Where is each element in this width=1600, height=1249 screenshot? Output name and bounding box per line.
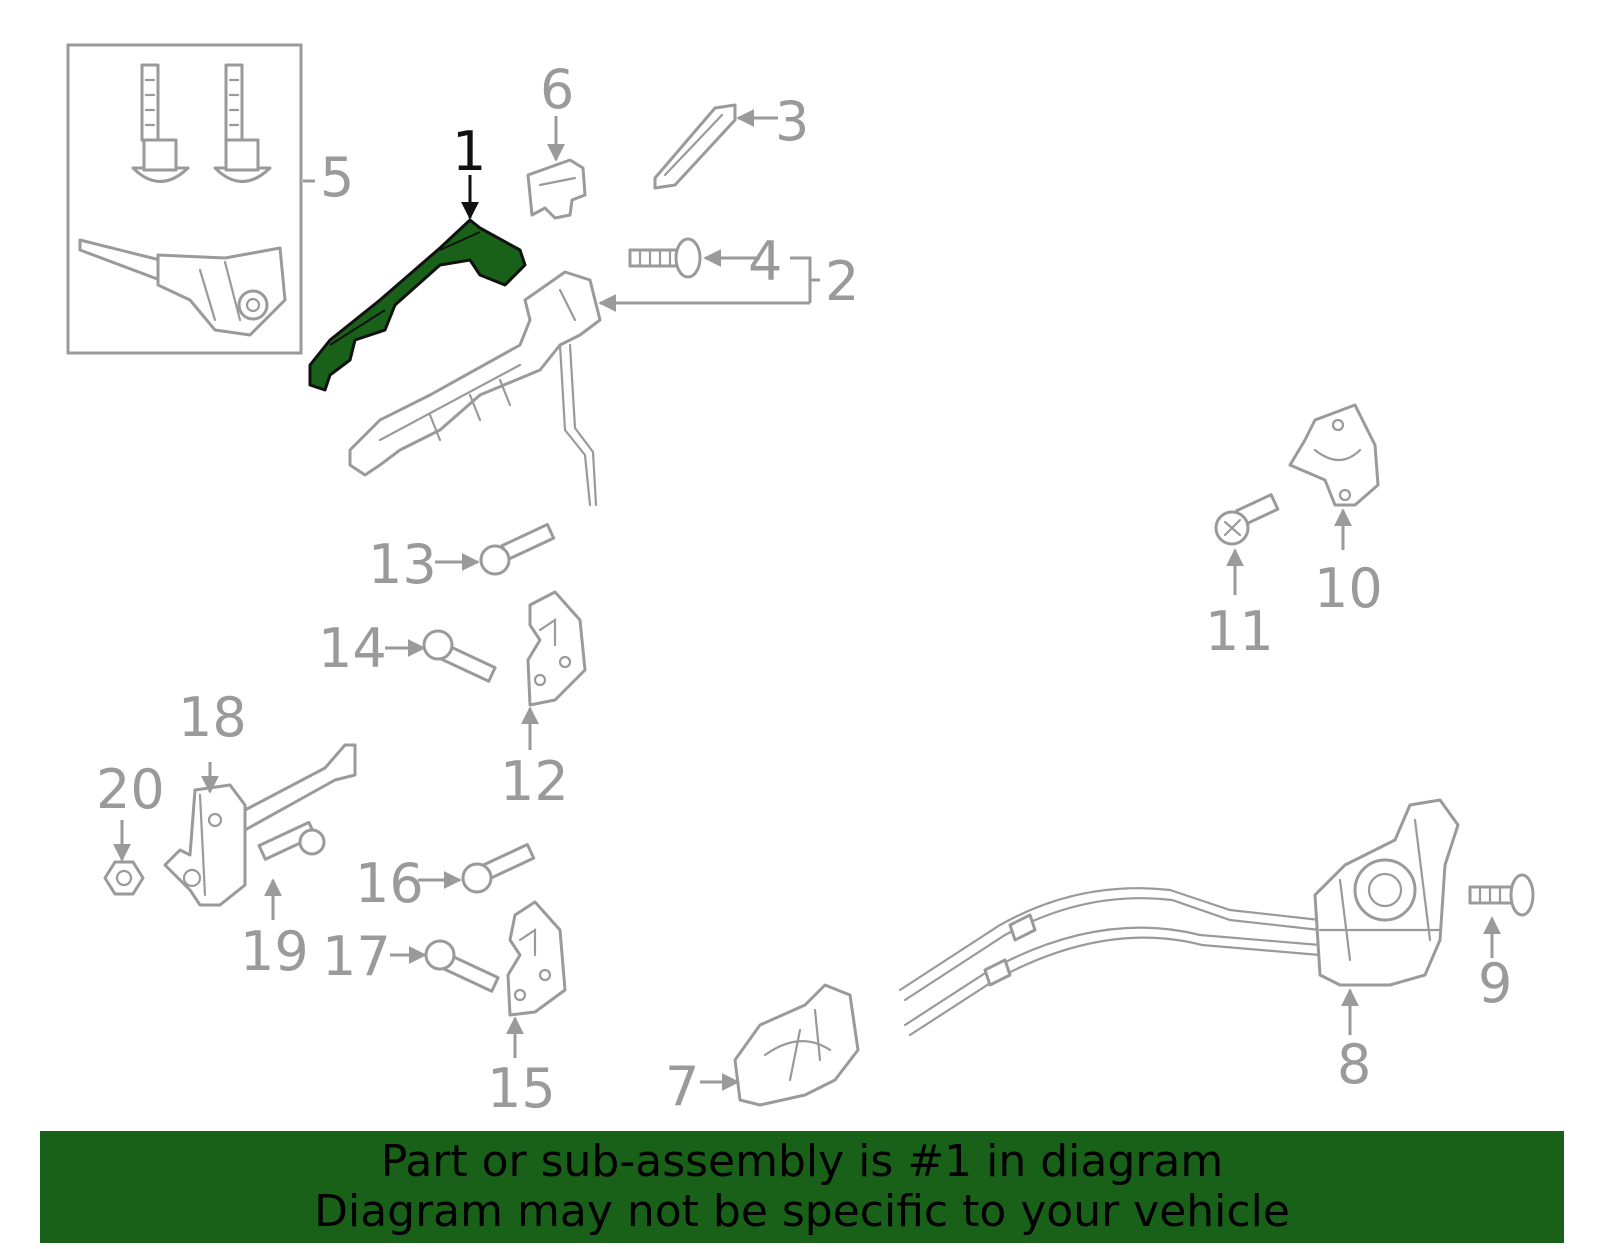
callout-10: 10 <box>1314 557 1383 620</box>
part-5-lock-cylinder-kit[interactable] <box>66 43 303 355</box>
callout-6: 6 <box>540 58 574 121</box>
part-14-bolt[interactable] <box>422 629 497 683</box>
callout-8: 8 <box>1337 1033 1371 1096</box>
callout-18: 18 <box>178 686 247 749</box>
part-10-striker[interactable] <box>1288 403 1380 507</box>
part-17-bolt[interactable] <box>424 939 500 993</box>
part-4-screw[interactable] <box>628 237 702 279</box>
part-3-gasket[interactable] <box>653 103 737 190</box>
callout-15: 15 <box>487 1057 556 1120</box>
info-banner: Part or sub-assembly is #1 in diagram Di… <box>40 1131 1564 1243</box>
callout-16: 16 <box>355 852 424 915</box>
part-15-hinge[interactable] <box>506 900 567 1017</box>
banner-line-1: Part or sub-assembly is #1 in diagram <box>380 1136 1224 1187</box>
part-8-door-latch[interactable] <box>898 798 1460 1037</box>
part-18-door-check[interactable] <box>163 743 357 907</box>
callout-7: 7 <box>665 1055 699 1118</box>
part-16-bolt[interactable] <box>461 843 536 894</box>
part-13-bolt[interactable] <box>479 523 556 576</box>
callout-1: 1 <box>452 120 486 183</box>
part-9-screw[interactable] <box>1468 873 1535 917</box>
callout-9: 9 <box>1478 952 1512 1015</box>
part-11-bolt[interactable] <box>1214 493 1280 546</box>
banner-line-2: Diagram may not be specific to your vehi… <box>314 1186 1290 1237</box>
part-6-handle-cap[interactable] <box>526 158 587 220</box>
part-20-nut[interactable] <box>103 860 145 896</box>
part-19-bolt[interactable] <box>257 820 326 861</box>
callout-5: 5 <box>320 146 354 209</box>
callout-17: 17 <box>322 925 391 988</box>
part-7-lock-cover[interactable] <box>733 983 860 1107</box>
part-12-hinge[interactable] <box>526 590 587 707</box>
callout-19: 19 <box>240 920 309 983</box>
callout-13: 13 <box>368 533 437 596</box>
part-2-handle-bracket[interactable] <box>348 270 602 507</box>
callout-20: 20 <box>96 758 165 821</box>
callout-12: 12 <box>500 750 569 813</box>
callout-11: 11 <box>1205 600 1274 663</box>
callout-14: 14 <box>318 617 387 680</box>
callout-2: 2 <box>825 250 859 313</box>
callout-3: 3 <box>775 90 809 153</box>
callout-4: 4 <box>748 230 782 293</box>
part-1-outside-door-handle[interactable] <box>308 218 527 392</box>
